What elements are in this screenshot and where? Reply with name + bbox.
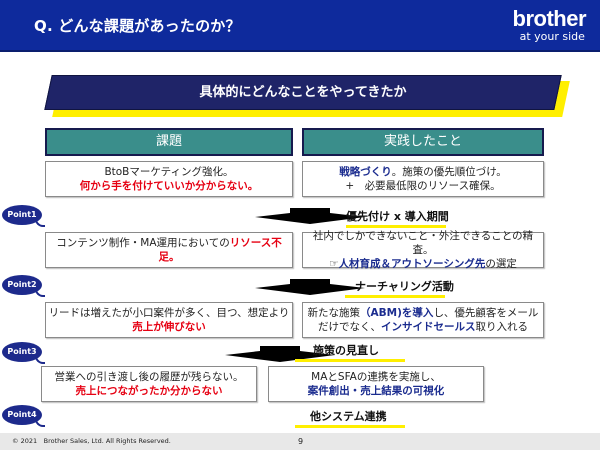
emphasis-red-text: 売上が伸びない	[132, 321, 206, 333]
body-text: 社内でしかできないこと・外注できることの精査。	[312, 230, 534, 256]
text-line: ☞人材育成＆アウトソーシング先の選定	[303, 257, 543, 271]
copyright-text: © 2021 Brother Sales, Ltd. All Rights Re…	[12, 437, 171, 445]
point-heading-1: 優先付け x 導入期間	[346, 208, 449, 228]
section-banner: 具体的にどんなことをやってきたか	[44, 75, 574, 117]
body-text: 新たな施策	[307, 307, 361, 319]
brother-logo: brother at your side	[513, 7, 587, 43]
emphasis-red-text: 何から手を付けていいか分からない。	[79, 180, 259, 192]
point-heading-text: 施策の見直し	[313, 344, 379, 357]
text-line: だけでなく、インサイドセールス取り入れる	[303, 320, 543, 334]
page-number: 9	[298, 437, 304, 446]
body-text: 取り入れる	[475, 321, 529, 333]
body-text: BtoBマーケティング強化。	[104, 166, 234, 178]
column-header-practice: 実践したこと	[302, 128, 544, 156]
emphasis-blue-text: （ABM)を導入	[360, 307, 434, 319]
emphasis-blue-text: 案件創出・売上結果の可視化	[307, 385, 445, 397]
speech-tail-icon	[35, 355, 45, 364]
point-heading-text: ナーチャリング活動	[355, 280, 454, 293]
logo-tagline: at your side	[519, 30, 585, 43]
text-line: + 必要最低限のリソース確保。	[303, 179, 543, 193]
text-line: 社内でしかできないこと・外注できることの精査。	[303, 229, 543, 257]
point-heading-4: 他システム連携	[295, 408, 405, 428]
highlight-underline	[295, 359, 405, 362]
body-text: 営業への引き渡し後の履歴が残らない。	[54, 371, 244, 383]
practice-box-2: 新たな施策（ABM)を導入し、優先顧客をメールだけでなく、インサイドセールス取り…	[302, 302, 544, 338]
body-text: 。施策の優先順位づけ。	[391, 166, 507, 178]
body-text: の選定	[485, 258, 517, 270]
speech-tail-icon	[35, 418, 45, 427]
column-header-issue: 課題	[45, 128, 293, 156]
slide-title: Q. どんな課題があったのか？	[34, 17, 241, 35]
highlight-underline	[295, 425, 405, 428]
body-text: コンテンツ制作・MA運用においての	[56, 237, 230, 249]
body-text: + 必要最低限のリソース確保。	[345, 180, 501, 192]
body-text: し、優先顧客をメール	[433, 307, 539, 319]
highlight-underline	[346, 225, 446, 228]
down-arrow-icon	[255, 208, 365, 224]
logo-brand: brother	[512, 6, 587, 31]
speech-tail-icon	[35, 288, 45, 297]
emphasis-red-text: 売上につながったか分からない	[75, 385, 223, 397]
point-badge-2: Point2	[2, 275, 45, 297]
point-badge-3: Point3	[2, 342, 45, 364]
practice-box-1: 社内でしかできないこと・外注できることの精査。☞人材育成＆アウトソーシング先の選…	[302, 229, 544, 271]
body-text: ☞	[329, 258, 339, 270]
emphasis-blue-text: 人材育成＆アウトソーシング先	[338, 258, 486, 270]
text-line: MAとSFAの連携を実施し、	[269, 370, 483, 384]
emphasis-blue-text: 戦略づくり	[339, 166, 392, 178]
text-line: リードは増えたが小口案件が多く、目つ、想定より	[46, 306, 292, 320]
emphasis-blue-text: インサイドセールス	[381, 321, 476, 333]
point-heading-text: 優先付け x 導入期間	[346, 210, 449, 223]
point-label: Point2	[2, 275, 42, 295]
text-line: BtoBマーケティング強化。	[46, 165, 292, 179]
down-arrow-icon	[255, 279, 365, 295]
point-heading-3: 施策の見直し	[295, 342, 405, 362]
banner-text: 具体的にどんなことをやってきたか	[199, 85, 407, 100]
practice-box-0: 戦略づくり。施策の優先順位づけ。+ 必要最低限のリソース確保。	[302, 161, 544, 197]
point-badge-4: Point4	[2, 405, 45, 427]
text-line: 新たな施策（ABM)を導入し、優先顧客をメール	[303, 306, 543, 320]
slide-header: Q. どんな課題があったのか？ brother at your side	[0, 0, 600, 52]
point-label: Point1	[2, 205, 42, 225]
speech-tail-icon	[35, 218, 45, 227]
issue-box-1: コンテンツ制作・MA運用においてのリソース不足。	[45, 232, 293, 268]
point-heading-2: ナーチャリング活動	[345, 278, 454, 298]
point-heading-text: 他システム連携	[310, 410, 387, 423]
text-line: 何から手を付けていいか分からない。	[46, 179, 292, 193]
text-line: 案件創出・売上結果の可視化	[269, 384, 483, 398]
point-badge-1: Point1	[2, 205, 45, 227]
issue-box-3: 営業への引き渡し後の履歴が残らない。売上につながったか分からない	[41, 366, 257, 402]
text-line: 営業への引き渡し後の履歴が残らない。	[42, 370, 256, 384]
practice-box-3: MAとSFAの連携を実施し、案件創出・売上結果の可視化	[268, 366, 484, 402]
text-line: 戦略づくり。施策の優先順位づけ。	[303, 165, 543, 179]
point-label: Point4	[2, 405, 42, 425]
highlight-underline	[345, 295, 445, 298]
body-text: MAとSFAの連携を実施し、	[311, 371, 441, 383]
down-arrow-icon	[225, 346, 335, 362]
text-line: 売上につながったか分からない	[42, 384, 256, 398]
issue-box-0: BtoBマーケティング強化。何から手を付けていいか分からない。	[45, 161, 293, 197]
text-line: 売上が伸びない	[46, 320, 292, 334]
slide-footer: © 2021 Brother Sales, Ltd. All Rights Re…	[0, 433, 600, 450]
body-text: リードは増えたが小口案件が多く、目つ、想定より	[48, 307, 290, 319]
body-text: だけでなく、	[318, 321, 381, 333]
issue-box-2: リードは増えたが小口案件が多く、目つ、想定より売上が伸びない	[45, 302, 293, 338]
point-label: Point3	[2, 342, 42, 362]
emphasis-red-text: リソース不足。	[158, 237, 282, 263]
text-line: コンテンツ制作・MA運用においてのリソース不足。	[46, 236, 292, 264]
